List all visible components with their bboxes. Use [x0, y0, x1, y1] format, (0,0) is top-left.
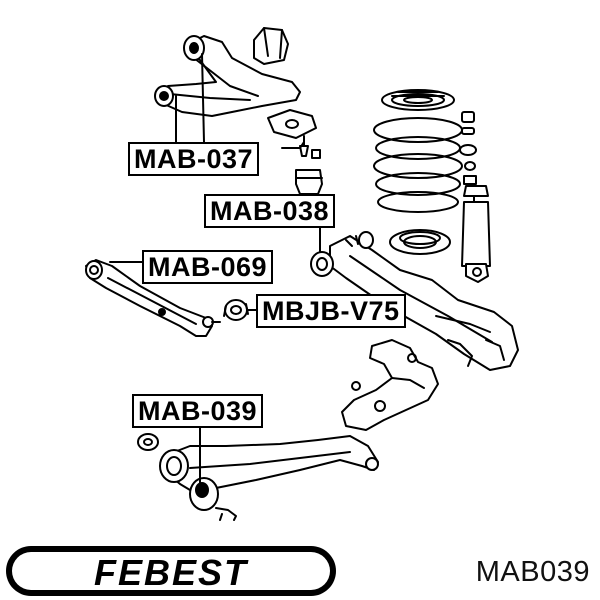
callout-mab-038: MAB-038 [204, 194, 336, 228]
bushing-039 [189, 477, 237, 521]
upper-control-arm [154, 27, 301, 117]
ball-joint-upper [267, 109, 321, 159]
knuckle [341, 339, 439, 431]
callout-mab-069: MAB-069 [142, 250, 274, 284]
febest-logo: FEBEST [6, 546, 336, 596]
bushing-v75 [223, 299, 249, 321]
leader-037-c [281, 141, 305, 149]
bump-stop-bushing [295, 169, 323, 195]
febest-logo-text: FEBEST [94, 552, 249, 593]
part-number: MAB039 [475, 556, 590, 588]
coil-spring [373, 89, 477, 255]
lower-control-arm [329, 231, 519, 371]
trailing-arm [137, 433, 379, 497]
bushing-038 [310, 251, 334, 277]
callout-mab-039: MAB-039 [132, 394, 264, 428]
leader-037-b [201, 53, 205, 143]
shock-absorber [461, 185, 491, 283]
lateral-link [85, 259, 221, 337]
callout-mab-037: MAB-037 [128, 142, 260, 176]
callout-mbjb-v75: MBJB-V75 [256, 294, 406, 328]
